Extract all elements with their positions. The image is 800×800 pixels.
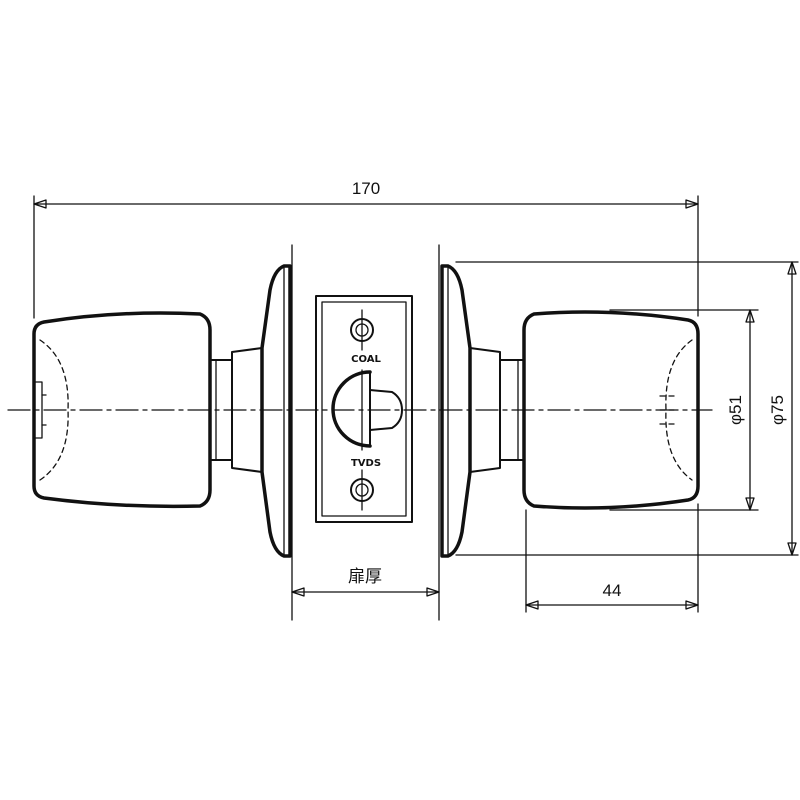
right-rose xyxy=(440,264,472,558)
latch-bolt xyxy=(331,369,403,451)
rose-diameter-label: φ75 xyxy=(768,395,787,425)
dimension-rose-diameter: φ75 xyxy=(455,261,799,556)
dimension-knob-depth: 44 xyxy=(525,503,699,613)
right-knob xyxy=(522,310,700,510)
dimension-knob-diameter: φ51 xyxy=(609,309,759,511)
knob-depth-label: 44 xyxy=(603,581,622,600)
door-thickness-label: 扉厚 xyxy=(348,567,382,586)
faceplate-marking-bottom: TVDS xyxy=(351,458,381,469)
faceplate: COAL TVDS xyxy=(315,295,413,523)
knob-diameter-label: φ51 xyxy=(726,395,745,425)
left-rose xyxy=(260,264,292,558)
faceplate-marking-top: COAL xyxy=(351,354,381,365)
screw-top xyxy=(350,309,374,351)
key-slot xyxy=(33,381,43,439)
left-knob xyxy=(32,311,212,509)
dimension-overall-length: 170 xyxy=(33,179,699,319)
screw-bottom xyxy=(350,469,374,511)
dimension-door-thickness: 扉厚 xyxy=(291,567,440,597)
overall-length-label: 170 xyxy=(352,179,380,198)
